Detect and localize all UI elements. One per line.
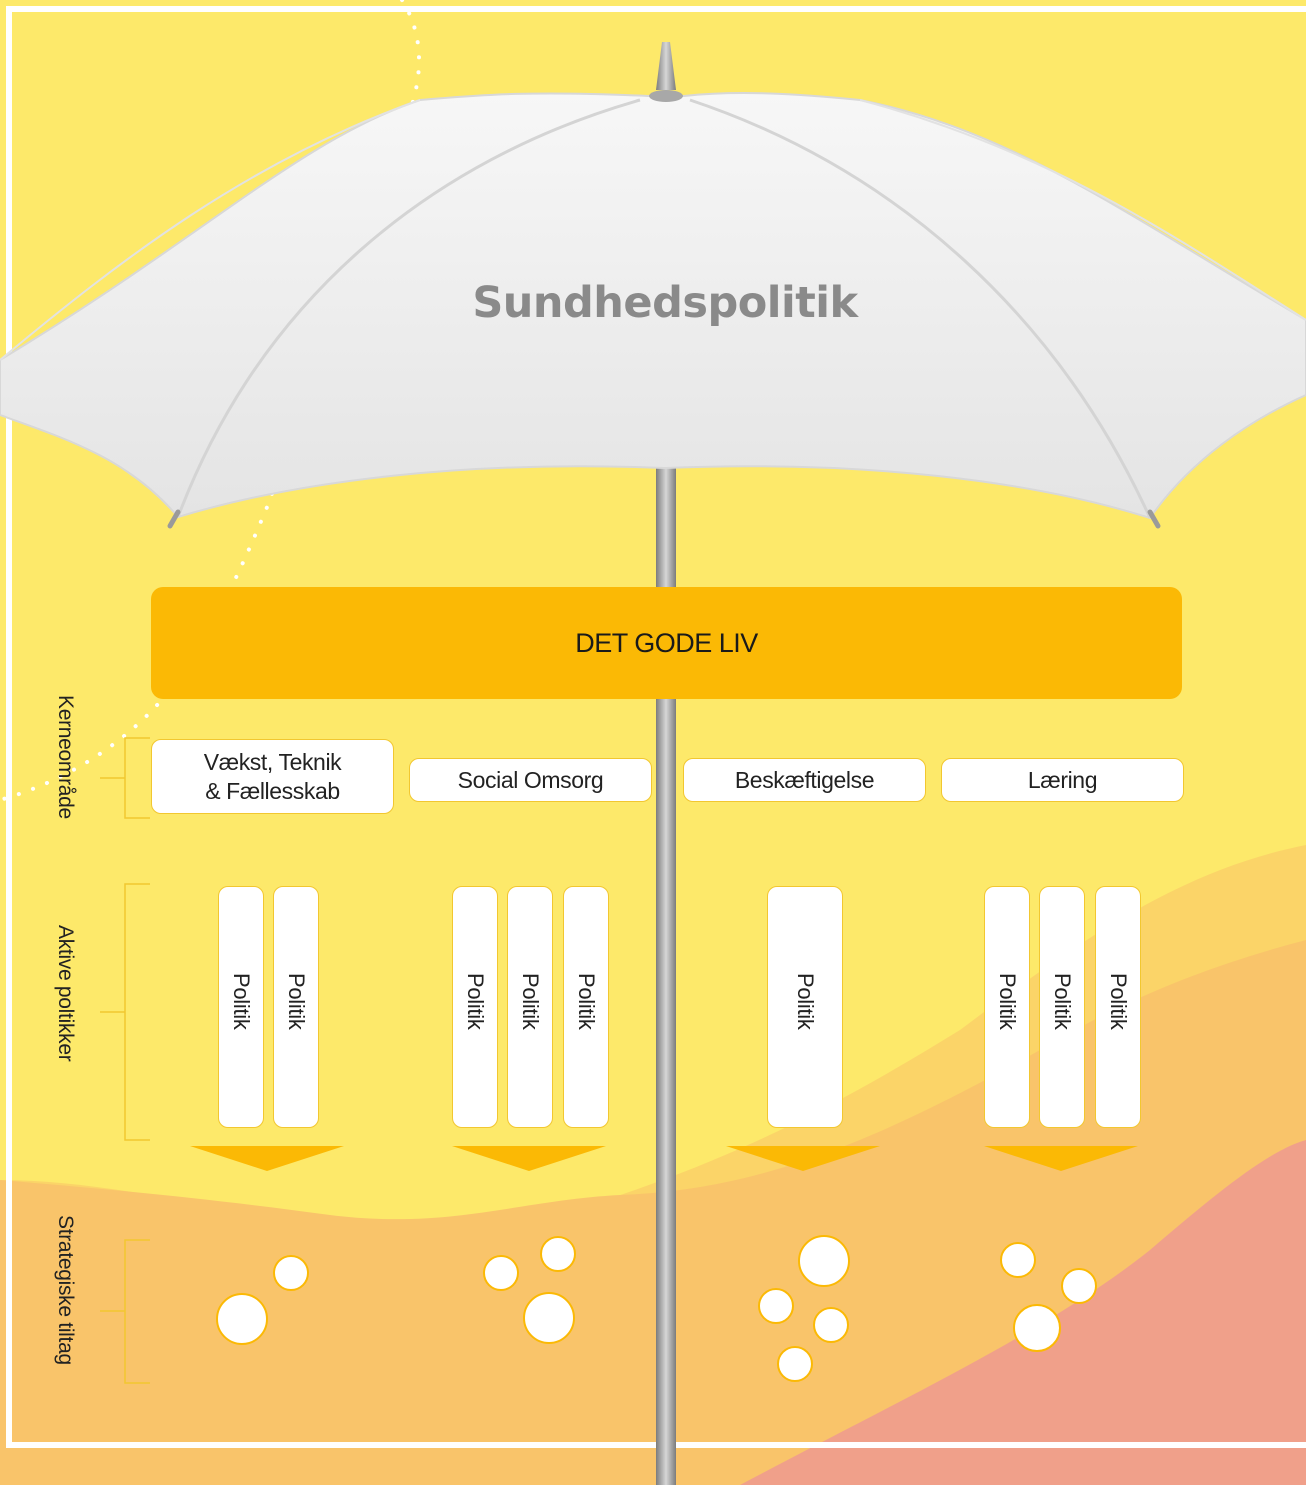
- umbrella-rib: [176, 98, 641, 518]
- bracket-aktive: [100, 883, 150, 1141]
- initiative-circle: [777, 1346, 813, 1382]
- banner-det-gode-liv: DET GODE LIV: [151, 587, 1182, 699]
- policy-label: Politik: [793, 973, 818, 1030]
- initiative-circle: [523, 1292, 575, 1344]
- initiative-circle: [216, 1293, 268, 1345]
- initiative-circle: [273, 1255, 309, 1291]
- umbrella-tip: [1147, 509, 1161, 529]
- policy-label: Politik: [1106, 973, 1131, 1030]
- umbrella-rib: [0, 99, 421, 361]
- policy-pill: Politik: [218, 886, 264, 1128]
- policy-label: Politik: [995, 973, 1020, 1030]
- core-area-label-line2: & Fællesskab: [205, 777, 340, 804]
- policy-label: Politik: [1050, 973, 1075, 1030]
- side-label-kerneomrade: Kerneområde: [54, 695, 77, 819]
- umbrella-shaft: [656, 440, 676, 1485]
- core-area-social-omsorg: Social Omsorg: [409, 758, 652, 802]
- bracket-kerneomrade: [100, 737, 150, 819]
- umbrella-tip: [167, 509, 181, 529]
- umbrella-rib: [859, 99, 1306, 321]
- initiative-circle: [540, 1236, 576, 1272]
- hill-salmon: [740, 1140, 1306, 1485]
- bracket-strategiske: [100, 1239, 150, 1384]
- policy-pill: Politik: [1095, 886, 1141, 1128]
- policy-pill: Politik: [1039, 886, 1085, 1128]
- core-area-laering: Læring: [941, 758, 1184, 802]
- initiative-circle: [1000, 1242, 1036, 1278]
- initiative-circle: [758, 1288, 794, 1324]
- policy-pill: Politik: [563, 886, 609, 1128]
- policy-label: Politik: [518, 973, 543, 1030]
- core-area-vaekst-teknik: Vækst, Teknik & Fællesskab: [151, 739, 394, 814]
- side-label-aktive-politikker: Aktive poltikker: [54, 925, 77, 1062]
- core-area-label-line1: Vækst, Teknik: [203, 748, 342, 775]
- policy-label: Politik: [284, 973, 309, 1030]
- policy-pill: Politik: [984, 886, 1030, 1128]
- initiative-circle: [1061, 1268, 1097, 1304]
- umbrella-title: Sundhedspolitik: [472, 278, 858, 328]
- core-area-label: Læring: [1027, 766, 1098, 793]
- dotted-path: [0, 0, 422, 802]
- side-label-strategiske-tiltag: Strategiske tiltag: [54, 1215, 77, 1365]
- initiative-circle: [798, 1235, 850, 1287]
- policy-label: Politik: [229, 973, 254, 1030]
- umbrella-cap: [649, 90, 683, 102]
- banner-label: DET GODE LIV: [575, 627, 758, 658]
- policy-label: Politik: [463, 973, 488, 1030]
- core-area-label: Social Omsorg: [457, 766, 604, 793]
- arrow-down-icon: [190, 1146, 344, 1171]
- initiative-circle: [1013, 1304, 1061, 1352]
- core-area-label: Beskæftigelse: [734, 766, 875, 793]
- policy-label: Politik: [574, 973, 599, 1030]
- initiative-circle: [483, 1255, 519, 1291]
- policy-pill: Politik: [273, 886, 319, 1128]
- policy-pill: Politik: [767, 886, 843, 1128]
- hill-peach: [0, 940, 1306, 1485]
- policy-pill: Politik: [507, 886, 553, 1128]
- umbrella-rib: [689, 98, 1152, 519]
- policy-pill: Politik: [452, 886, 498, 1128]
- arrow-down-icon: [984, 1146, 1138, 1171]
- arrow-down-icon: [726, 1146, 880, 1171]
- initiative-circle: [813, 1307, 849, 1343]
- core-area-beskaeftigelse: Beskæftigelse: [683, 758, 926, 802]
- umbrella-ferrule: [656, 42, 676, 90]
- arrow-down-icon: [452, 1146, 606, 1171]
